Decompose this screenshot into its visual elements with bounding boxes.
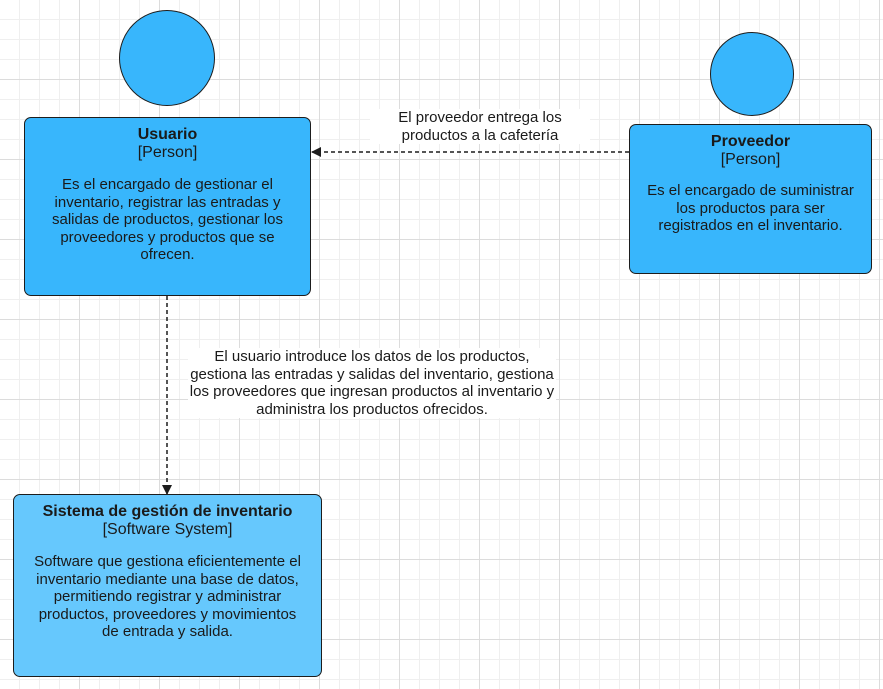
sistema-software-system-box[interactable]: Sistema de gestión de inventario [Softwa… (13, 494, 322, 677)
usuario-description: Es el encargado de gestionar el inventar… (52, 176, 283, 263)
relationship-label-usuario-sistema: El usuario introduce los datos de los pr… (188, 348, 556, 418)
usuario-person-box[interactable]: Usuario [Person] Es el encargado de gest… (24, 117, 311, 296)
usuario-title: Usuario (137, 126, 198, 143)
sistema-type: [Software System] (102, 521, 233, 538)
proveedor-title: Proveedor (710, 133, 791, 150)
relationship-label-proveedor-usuario: El proveedor entrega los productos a la … (370, 109, 590, 144)
usuario-person-head (119, 10, 215, 106)
proveedor-person-box[interactable]: Proveedor [Person] Es el encargado de su… (629, 124, 872, 274)
sistema-title: Sistema de gestión de inventario (42, 503, 293, 520)
usuario-type: [Person] (137, 144, 198, 161)
proveedor-person-head (710, 32, 794, 116)
proveedor-type: [Person] (720, 151, 781, 168)
proveedor-description: Es el encargado de suministrar los produ… (647, 182, 854, 234)
sistema-description: Software que gestiona eficientemente el … (34, 553, 301, 640)
